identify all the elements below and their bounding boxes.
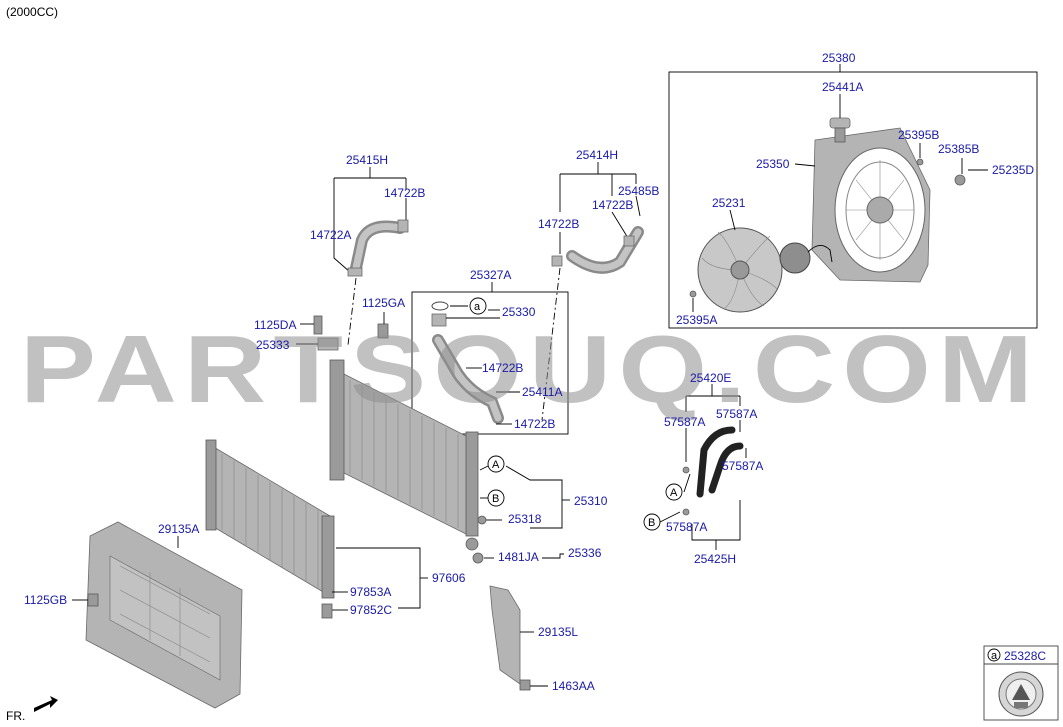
part-label-57587A-2[interactable]: 57587A	[716, 407, 757, 421]
hose-clamp-14722B-upper[interactable]	[397, 219, 409, 233]
bolt-1125GA[interactable]	[377, 323, 389, 339]
part-label-25380[interactable]: 25380	[822, 51, 856, 65]
part-label-57587A-3[interactable]: 57587A	[722, 459, 763, 473]
left-fasteners	[296, 312, 389, 351]
part-label-25395A[interactable]: 25395A	[676, 313, 717, 327]
part-label-29135A[interactable]: 29135A	[158, 522, 199, 536]
front-arrow-icon	[34, 696, 58, 712]
callout-B-radiator[interactable]: B	[487, 489, 505, 507]
part-label-25310[interactable]: 25310	[574, 494, 608, 508]
fan-assembly-group	[668, 64, 1038, 329]
lower-hose-group	[541, 162, 644, 421]
part-label-25333[interactable]: 25333	[256, 338, 290, 352]
svg-text:A: A	[670, 487, 678, 499]
fan-motor[interactable]	[779, 242, 833, 274]
part-label-25327A[interactable]: 25327A	[470, 268, 511, 282]
upper-hose-group	[333, 167, 409, 346]
front-label: FR.	[6, 709, 25, 723]
fan-shroud[interactable]	[811, 127, 931, 283]
part-label-1125DA[interactable]: 1125DA	[254, 318, 296, 332]
part-label-14722B-upper[interactable]: 14722B	[384, 186, 425, 200]
legend-box: a 25328C	[983, 645, 1059, 721]
part-label-25318[interactable]: 25318	[508, 512, 542, 526]
heater-hose-25420E[interactable]	[696, 426, 736, 498]
part-label-1481JA[interactable]: 1481JA	[498, 550, 539, 564]
part-label-97852C[interactable]: 97852C	[350, 603, 392, 617]
hose-clamp-14722A[interactable]	[347, 267, 363, 277]
part-label-57587A-1[interactable]: 57587A	[664, 415, 705, 429]
svg-text:A: A	[492, 459, 500, 471]
part-label-25350[interactable]: 25350	[756, 157, 790, 171]
watermark-text: PARTSOUQ.COM	[20, 316, 1040, 423]
part-label-97853A[interactable]: 97853A	[350, 585, 391, 599]
part-label-25425H[interactable]: 25425H	[694, 552, 736, 566]
fan-blade[interactable]	[697, 227, 783, 313]
radiator-callouts	[465, 465, 570, 564]
part-label-25411A[interactable]: 25411A	[522, 385, 562, 399]
svg-text:B: B	[648, 517, 655, 529]
part-label-29135L[interactable]: 29135L	[538, 625, 578, 639]
o-ring[interactable]	[431, 301, 449, 311]
part-label-97606[interactable]: 97606	[432, 571, 466, 585]
part-label-1463AA[interactable]: 1463AA	[552, 679, 595, 693]
part-label-25485B[interactable]: 25485B	[618, 184, 659, 198]
part-label-14722B-lower-a[interactable]: 14722B	[538, 217, 579, 231]
part-label-25420E[interactable]: 25420E	[690, 371, 731, 385]
hose-clamp-lower-b[interactable]	[623, 235, 635, 247]
part-label-25395B[interactable]: 25395B	[898, 128, 939, 142]
drain-plug[interactable]	[465, 537, 479, 551]
svg-text:a: a	[474, 301, 481, 313]
svg-text:B: B	[492, 493, 499, 505]
hose-clamp-lower-a[interactable]	[551, 255, 563, 267]
warning-cap-icon	[998, 671, 1044, 717]
callout-A-radiator[interactable]: A	[487, 455, 505, 473]
callout-B-hose[interactable]: B	[643, 513, 661, 531]
filler-neck-group	[411, 282, 569, 435]
side-air-guard[interactable]	[489, 585, 521, 685]
part-label-14722B-lower-b[interactable]: 14722B	[592, 198, 633, 212]
part-label-25330[interactable]: 25330	[502, 305, 536, 319]
part-label-25235D[interactable]: 25235D	[992, 163, 1034, 177]
condenser-callouts	[321, 547, 428, 619]
drain-plug-1481JA[interactable]	[472, 552, 484, 564]
condenser[interactable]	[205, 439, 335, 599]
reservoir-cap[interactable]	[829, 117, 851, 143]
part-label-25415H[interactable]: 25415H	[346, 153, 388, 167]
part-label-25336[interactable]: 25336	[568, 546, 602, 560]
part-label-14722B-neck[interactable]: 14722B	[482, 361, 523, 375]
part-label-25385B[interactable]: 25385B	[938, 142, 979, 156]
part-label-25414H[interactable]: 25414H	[576, 148, 618, 162]
heater-hose-25425H[interactable]	[708, 442, 744, 494]
legend-callout: a	[991, 650, 998, 662]
part-label-1125GB[interactable]: 1125GB	[24, 593, 67, 607]
screw-1463AA[interactable]	[519, 679, 531, 691]
heater-hose-group	[659, 384, 747, 550]
filler-cap-25330[interactable]	[431, 313, 447, 327]
engine-spec-label: (2000CC)	[6, 5, 58, 19]
part-label-57587A-4[interactable]: 57587A	[666, 520, 707, 534]
part-label-1125GA[interactable]: 1125GA	[362, 296, 405, 310]
part-label-25441A[interactable]: 25441A	[822, 80, 863, 94]
callout-a-top[interactable]: a	[469, 297, 487, 315]
air-guard[interactable]	[85, 521, 243, 709]
radiator[interactable]	[329, 359, 479, 537]
legend-part-label[interactable]: 25328C	[1004, 649, 1046, 663]
screw-25395A[interactable]	[689, 290, 697, 298]
part-label-14722A[interactable]: 14722A	[310, 228, 351, 242]
bolt-1125DA[interactable]	[313, 315, 323, 335]
clip-25385B[interactable]	[954, 174, 966, 186]
front-indicator: FR.	[6, 696, 58, 723]
bracket-97852C[interactable]	[321, 603, 333, 619]
part-label-25231[interactable]: 25231	[712, 196, 746, 210]
screw-1125GB[interactable]	[87, 593, 99, 607]
screw-25395B[interactable]	[916, 158, 924, 166]
part-label-14722B-bottom[interactable]: 14722B	[514, 417, 555, 431]
callout-A-hose[interactable]: A	[665, 483, 683, 501]
